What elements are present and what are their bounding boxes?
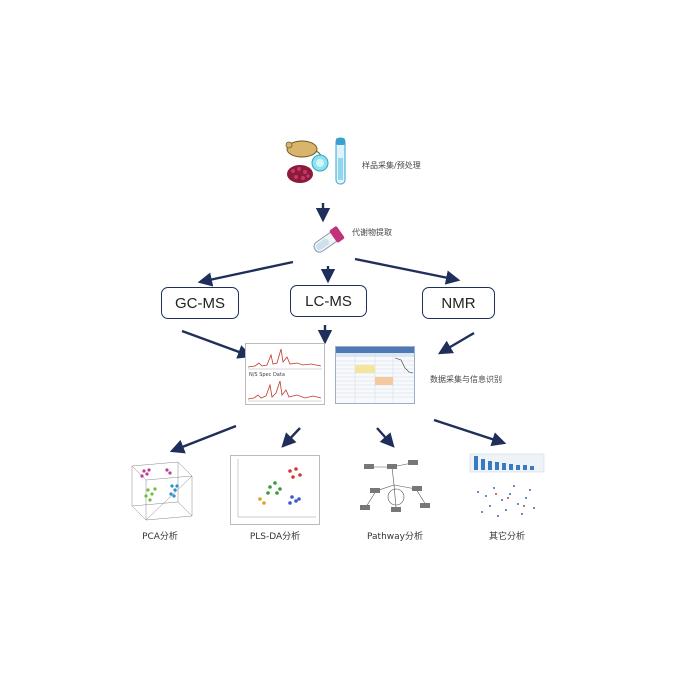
extraction-tube-icon [313,226,345,253]
arrow-extract-to-nmr [354,257,461,285]
sample-step-label: 样品采集/预处理 [362,161,421,170]
platform-lcms-box: LC-MS [290,285,367,317]
arrow-gcms-to-data [181,329,253,359]
analysis-pathway-label: Pathway分析 [367,532,423,542]
arrow-data-to-other [433,418,507,447]
arrow-nmr-to-data [437,331,475,355]
platform-nmr-box: NMR [422,287,495,319]
chromatogram-label: N/S Spec Data [249,372,285,378]
arrow-data-to-plsda [281,427,301,448]
chromatogram-thumbnail: N/S Spec Data [245,343,325,405]
other-analysis-plot [469,453,545,517]
extract-step-label: 代谢物提取 [352,228,392,237]
analysis-other-label: 其它分析 [488,532,525,542]
analysis-plsda-label: PLS-DA分析 [249,532,301,542]
arrow-data-to-pca [169,424,237,454]
data-table-thumbnail [335,346,415,404]
arrow-extract-to-gcms [197,260,294,287]
sample-collection-icon [285,137,346,185]
platform-gcms-box: GC-MS [161,287,239,319]
pca-scatter-plot [131,461,193,521]
pathway-network-diagram [360,460,430,512]
analysis-pca-label: PCA分析 [142,532,178,542]
arrow-data-to-pathway [376,427,395,448]
data-step-label: 数据采集与信息识别 [430,375,502,384]
plsda-scatter-plot [230,455,320,525]
